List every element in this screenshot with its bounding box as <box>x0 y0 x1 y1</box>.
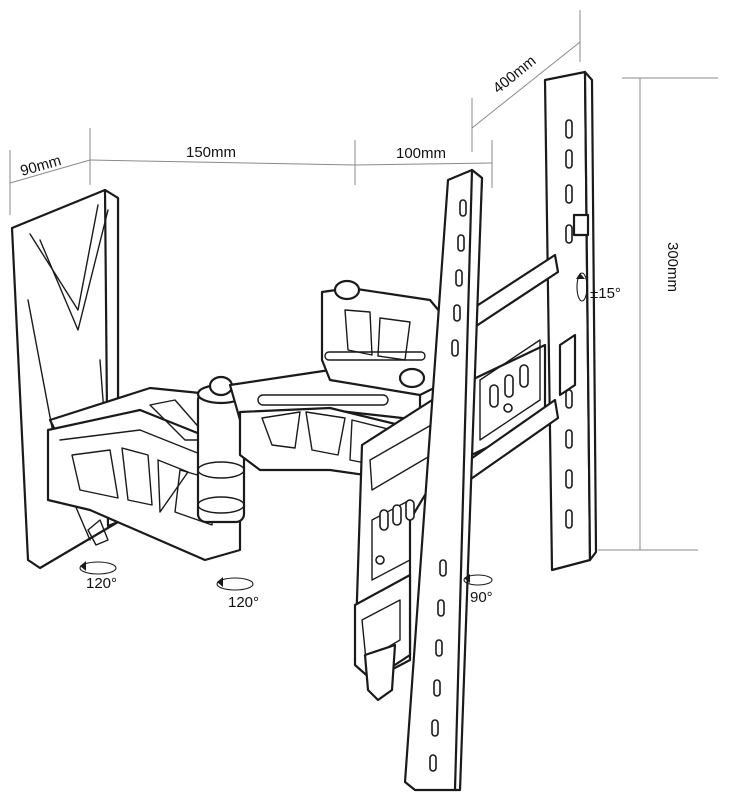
tilt-arrow-icon <box>576 272 588 302</box>
tv-rail-right <box>543 70 598 572</box>
rotation-label-arm: 120° <box>228 594 259 611</box>
arm-first <box>46 386 242 562</box>
dimension-label-90mm: 90mm <box>18 152 63 180</box>
rotation-label-wall: 120° <box>86 575 117 592</box>
cross-bars <box>453 253 560 490</box>
dimension-label-100mm: 100mm <box>396 145 446 162</box>
rotation-arrow-icon <box>463 574 493 586</box>
dimension-label-150mm: 150mm <box>186 144 236 161</box>
rotation-label-tilt: ±15° <box>590 285 621 302</box>
tv-rail-left <box>403 168 484 792</box>
rotation-arrow-icon <box>79 561 117 575</box>
rotation-label-plate: 90° <box>470 589 493 606</box>
dimension-label-400mm: 400mm <box>490 52 540 97</box>
elbow-pivot <box>196 375 246 524</box>
rotation-indicators <box>79 272 588 591</box>
upper-swivel-bracket <box>320 279 457 397</box>
dimension-lines <box>9 10 718 551</box>
rotation-arrow-icon <box>216 577 254 591</box>
dimension-label-300mm: 300mm <box>664 242 681 292</box>
